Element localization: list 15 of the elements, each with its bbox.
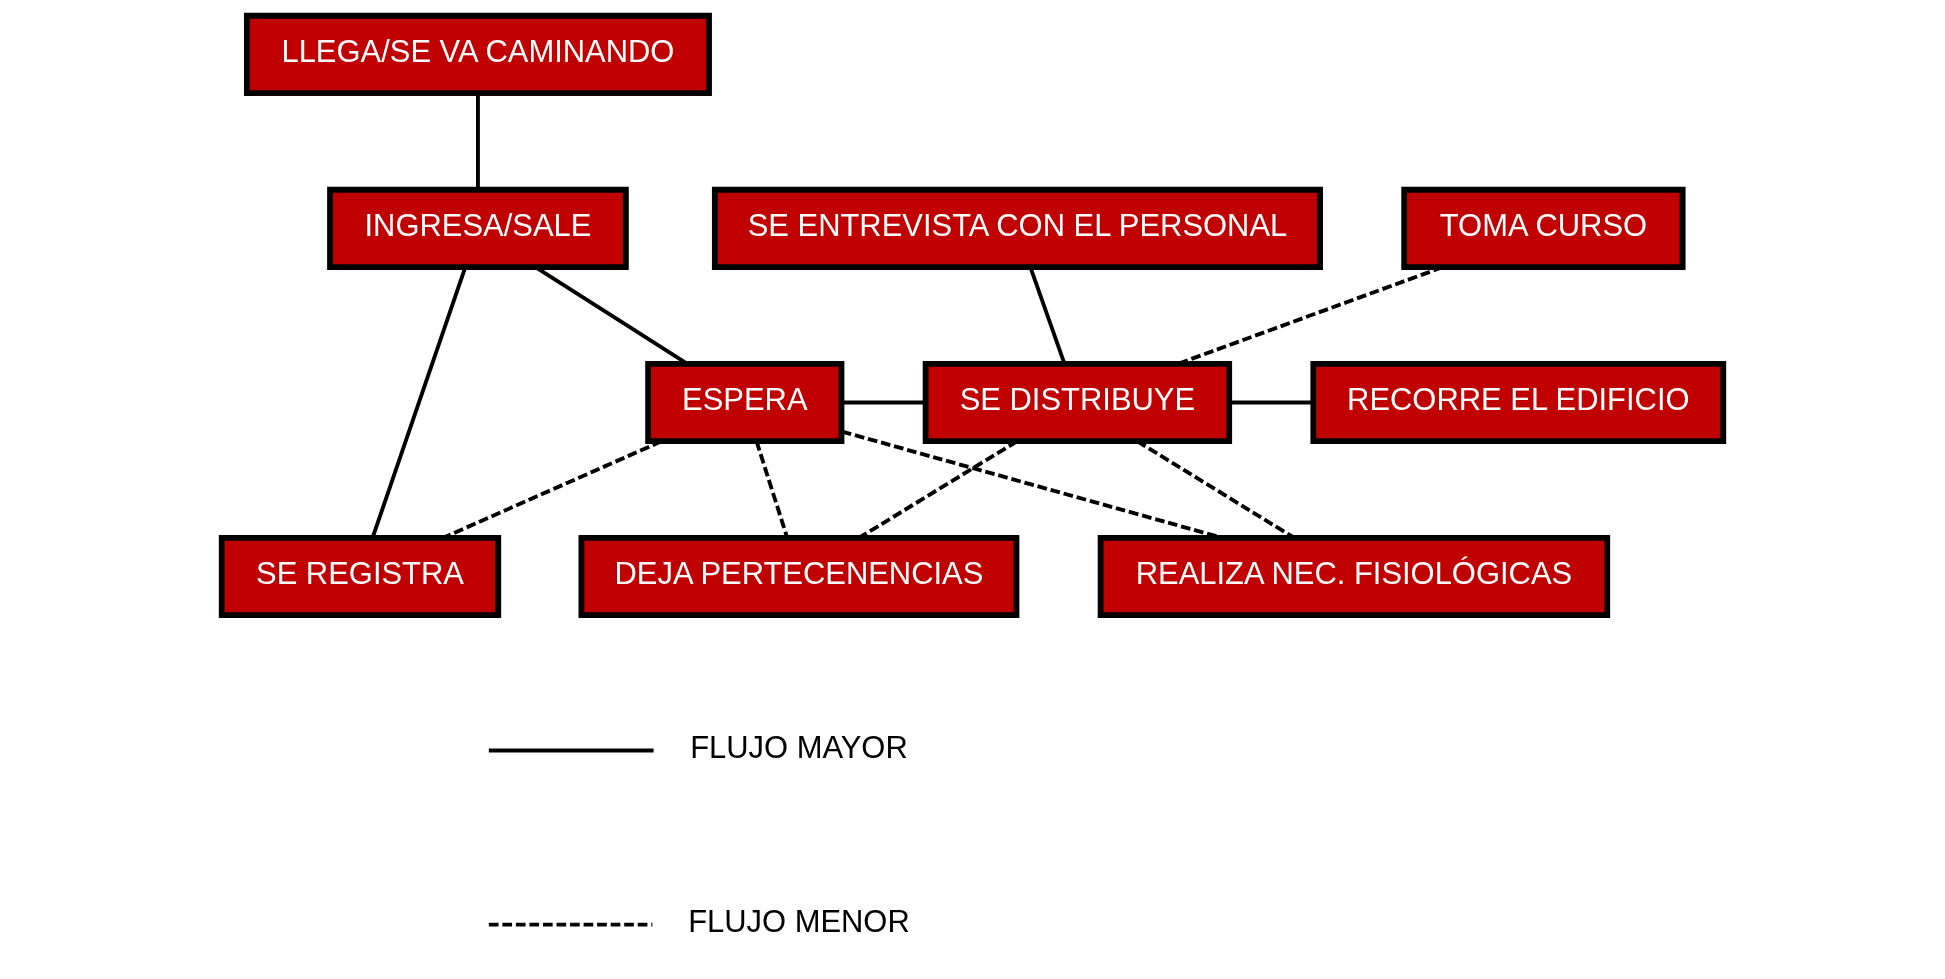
node-box: RECORRE EL EDIFICIO [1310,360,1727,445]
node-box: TOMA CURSO [1401,186,1686,270]
node-box: DEJA PERTECENENCIAS [578,534,1020,619]
node-box: SE DISTRIBUYE [922,360,1233,445]
node-box: LLEGA/SE VA CAMINANDO [243,12,712,96]
connector [841,400,926,405]
node-box: ESPERA [645,360,845,445]
connector [1229,400,1314,405]
node-box: REALIZA NEC. FISIOLÓGICAS [1097,534,1611,619]
node-box: SE REGISTRA [218,534,502,619]
legend-label: FLUJO MAYOR [690,729,908,765]
node-box: INGRESA/SALE [327,186,629,270]
node-box: SE ENTREVISTA CON EL PERSONAL [711,186,1323,270]
connector [476,93,480,190]
legend-label: FLUJO MENOR [688,903,910,939]
